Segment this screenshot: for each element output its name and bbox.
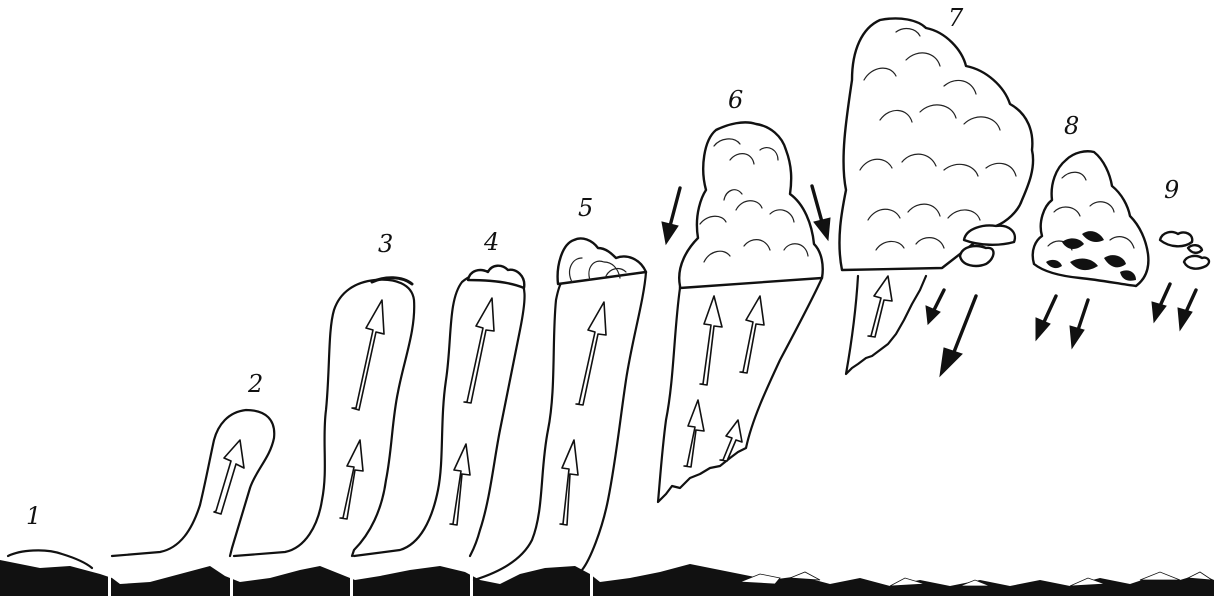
stage-divider — [590, 556, 593, 596]
stage-9-remnant-3 — [1188, 245, 1202, 253]
stage-5 — [474, 238, 646, 580]
stage-7-downdraft-1-shaft — [934, 290, 944, 310]
stage-6-rain-shaft — [658, 278, 822, 502]
stage-3-updraft-arrow-upper — [352, 300, 384, 410]
stage-7-downdraft-1-arrowhead — [926, 306, 940, 324]
terrain-silhouette — [0, 560, 1214, 596]
stage-divider — [350, 556, 353, 596]
stage-divider — [108, 556, 111, 596]
stage-3-updraft-arrow-lower — [340, 440, 363, 519]
stage-2 — [112, 410, 274, 556]
stage-9-remnant-2 — [1184, 256, 1209, 269]
stage-9-downdraft-2-shaft — [1186, 290, 1196, 312]
snowcap-6 — [1140, 572, 1180, 580]
stage-6-downdraft-left-shaft — [670, 188, 680, 226]
stage-divider — [230, 556, 233, 596]
stage-6-updraft-arrow-right-lower — [720, 420, 742, 461]
stage-6-anvil-top — [679, 122, 823, 288]
stage-7 — [839, 18, 1033, 376]
stage-6-downdraft-right-shaft — [812, 186, 822, 222]
stage-2-cloud-outline — [112, 410, 274, 556]
stage-6-downdraft-right-arrowhead — [814, 218, 830, 240]
stage-4-cap — [468, 266, 524, 288]
stage-6 — [658, 122, 830, 502]
terrain — [0, 556, 1214, 596]
stage-5-updraft-arrow-lower — [560, 440, 578, 525]
stage-8-downdraft-2-arrowhead — [1070, 326, 1084, 348]
stage-4-updraft-arrow-upper — [464, 298, 494, 403]
stage-6-downdraft-left-arrowhead — [662, 222, 678, 244]
stage-4-updraft-arrow-lower — [450, 444, 470, 525]
stage-6-updraft-arrow-right-upper — [740, 296, 764, 373]
stage-8-downdraft-1-shaft — [1044, 296, 1056, 322]
stage-9-downdraft-2-arrowhead — [1178, 308, 1192, 330]
stage-7-detached-cloud-2 — [960, 246, 994, 266]
stage-1-label: 1 — [26, 502, 41, 530]
stage-9 — [1152, 232, 1209, 330]
stage-3 — [234, 278, 414, 556]
stage-3-label: 3 — [378, 230, 393, 258]
stage-divider — [470, 556, 473, 596]
stage-8-label: 8 — [1064, 112, 1079, 140]
stage-8-downdraft-1-arrowhead — [1036, 318, 1050, 340]
stage-9-label: 9 — [1164, 176, 1179, 204]
stage-7-updraft-arrow — [868, 276, 892, 337]
stage-5-label: 5 — [578, 194, 593, 222]
stage-8 — [1033, 151, 1149, 348]
stage-5-updraft-arrow-upper — [576, 302, 606, 405]
stage-8-downdraft-2-shaft — [1078, 300, 1088, 330]
stage-2-updraft-arrow — [214, 440, 244, 514]
stage-3-cloud-outline — [234, 280, 414, 556]
stage-6-updraft-arrow-left-lower — [684, 400, 704, 467]
stage-7-downdraft-2-shaft — [954, 296, 976, 352]
stage-6-label: 6 — [728, 86, 743, 114]
stage-9-downdraft-1-arrowhead — [1152, 302, 1166, 322]
stage-7-label: 7 — [948, 4, 964, 32]
stage-6-updraft-arrow-left-upper — [700, 296, 722, 385]
stage-9-remnant-1 — [1160, 232, 1192, 246]
stage-4-label: 4 — [483, 228, 499, 256]
stage-2-label: 2 — [247, 370, 263, 398]
stage-7-downdraft-2-arrowhead — [940, 348, 962, 376]
stage-9-downdraft-1-shaft — [1160, 284, 1170, 306]
